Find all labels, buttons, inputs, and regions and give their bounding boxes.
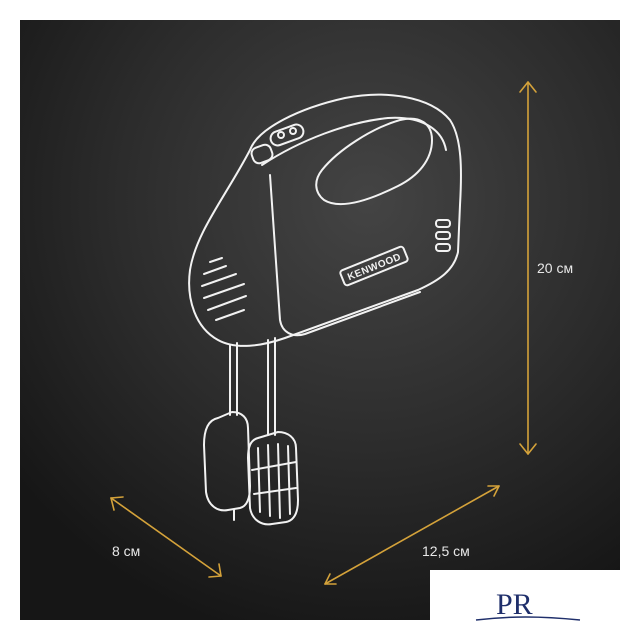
mixer-body-outline [188, 93, 462, 347]
handle-opening [315, 117, 433, 206]
logo-background [430, 570, 640, 640]
beater-shaft-left [229, 342, 238, 416]
logo-text: PR [496, 588, 533, 621]
speed-button [250, 143, 274, 165]
vent-slots [201, 257, 247, 321]
width-arrow [324, 485, 500, 585]
depth-arrow [110, 496, 222, 578]
pr-logo: PR [475, 588, 581, 621]
height-dimension-label: 20 см [537, 260, 573, 276]
beater-left [203, 411, 251, 512]
depth-dimension-label: 8 см [112, 543, 140, 559]
hand-mixer-illustration [188, 93, 462, 526]
dimension-arrows [110, 81, 537, 585]
logo-swoosh [475, 616, 581, 621]
eject-button [269, 123, 305, 147]
diagram-background [20, 20, 620, 620]
beater-right [247, 431, 299, 526]
mixer-body-contour [261, 116, 447, 166]
width-dimension-label: 12,5 см [422, 543, 470, 559]
beater-shaft-right [267, 337, 276, 436]
brand-plate [339, 245, 409, 287]
rear-vents [435, 219, 451, 252]
mixer-side-panel [269, 174, 421, 337]
height-arrow [519, 81, 537, 455]
